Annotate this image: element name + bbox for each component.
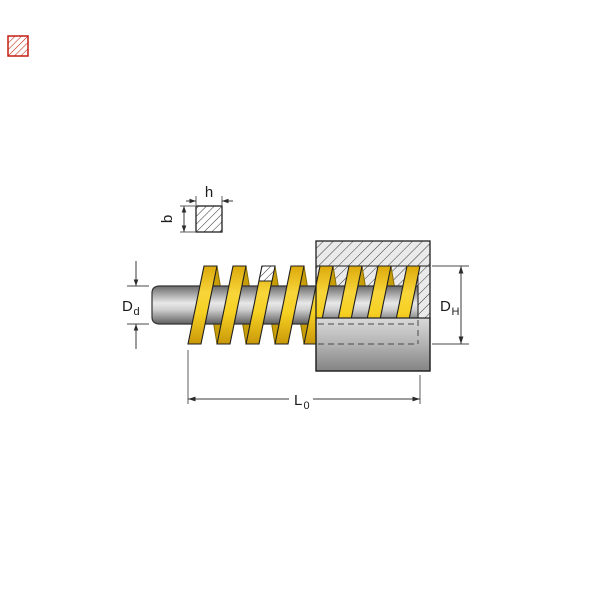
dim-bore-diameter: D H <box>432 265 469 345</box>
label-free-length-sub: 0 <box>304 400 310 412</box>
spring-front-coil <box>303 265 334 345</box>
arrowhead <box>412 396 420 402</box>
arrowhead <box>458 336 464 344</box>
arrowhead <box>133 279 139 286</box>
label-wire-width: b <box>159 215 176 223</box>
spring-front-coil <box>187 265 218 345</box>
wire-cross-section-detail: h b <box>159 184 233 233</box>
dim-free-length: L 0 <box>187 350 421 412</box>
dim-rod-diameter: D d <box>122 261 149 349</box>
housing-body <box>315 317 431 372</box>
arrowhead <box>458 266 464 274</box>
arrowhead <box>222 198 229 204</box>
red-marker-hatch <box>7 35 29 57</box>
arrowhead <box>181 225 187 232</box>
wire-cut-hatch <box>258 265 276 282</box>
arrowhead <box>133 324 139 331</box>
wire-cut-section <box>258 265 276 282</box>
arrowhead <box>181 206 187 213</box>
spring-front-coils <box>187 265 421 345</box>
label-rod-diameter-sub: d <box>134 306 140 318</box>
arrowhead <box>189 198 196 204</box>
label-wire-height: h <box>205 184 213 201</box>
label-free-length: L <box>294 392 302 409</box>
label-bore-diameter: D <box>440 298 451 315</box>
red-marker-square <box>7 35 29 57</box>
spring-front-coil <box>274 265 305 345</box>
dim-wire-width: b <box>159 205 195 233</box>
label-rod-diameter: D <box>122 298 133 315</box>
housing-outline <box>315 240 431 372</box>
dim-wire-height: h <box>186 184 233 205</box>
spring-front-coil <box>216 265 247 345</box>
arrowhead <box>188 396 196 402</box>
wire-section-square <box>195 205 223 233</box>
label-bore-diameter-sub: H <box>452 306 460 318</box>
